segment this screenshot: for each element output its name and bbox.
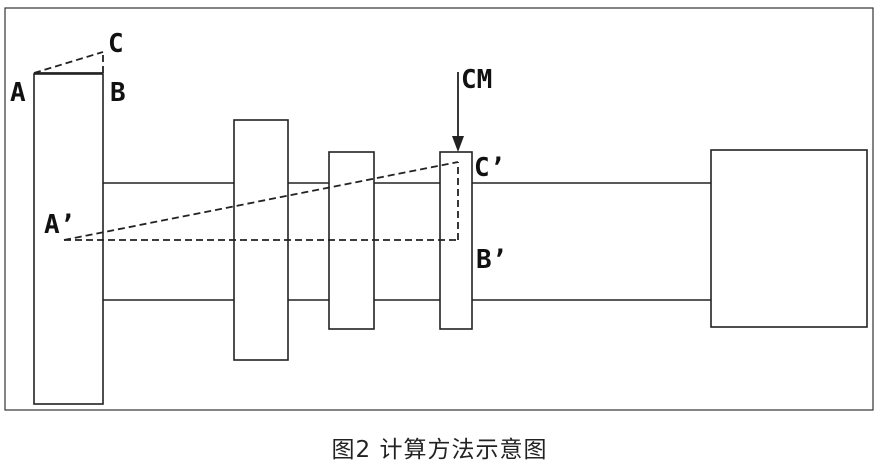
label-a: A	[10, 78, 26, 108]
label-b: B	[110, 78, 126, 108]
label-cm: CM	[461, 65, 492, 95]
diagram-frame	[4, 7, 874, 411]
segment-ac	[33, 51, 104, 74]
label-c-prime: C’	[474, 153, 505, 183]
right-block	[710, 149, 868, 328]
label-c: C	[108, 29, 124, 59]
figure-caption: 图2 计算方法示意图	[331, 437, 548, 463]
label-b-prime: B’	[476, 245, 507, 275]
segment-a-prime-c-prime	[63, 161, 459, 241]
cm-arrow-head	[452, 136, 464, 152]
label-a-prime: A’	[44, 210, 75, 240]
